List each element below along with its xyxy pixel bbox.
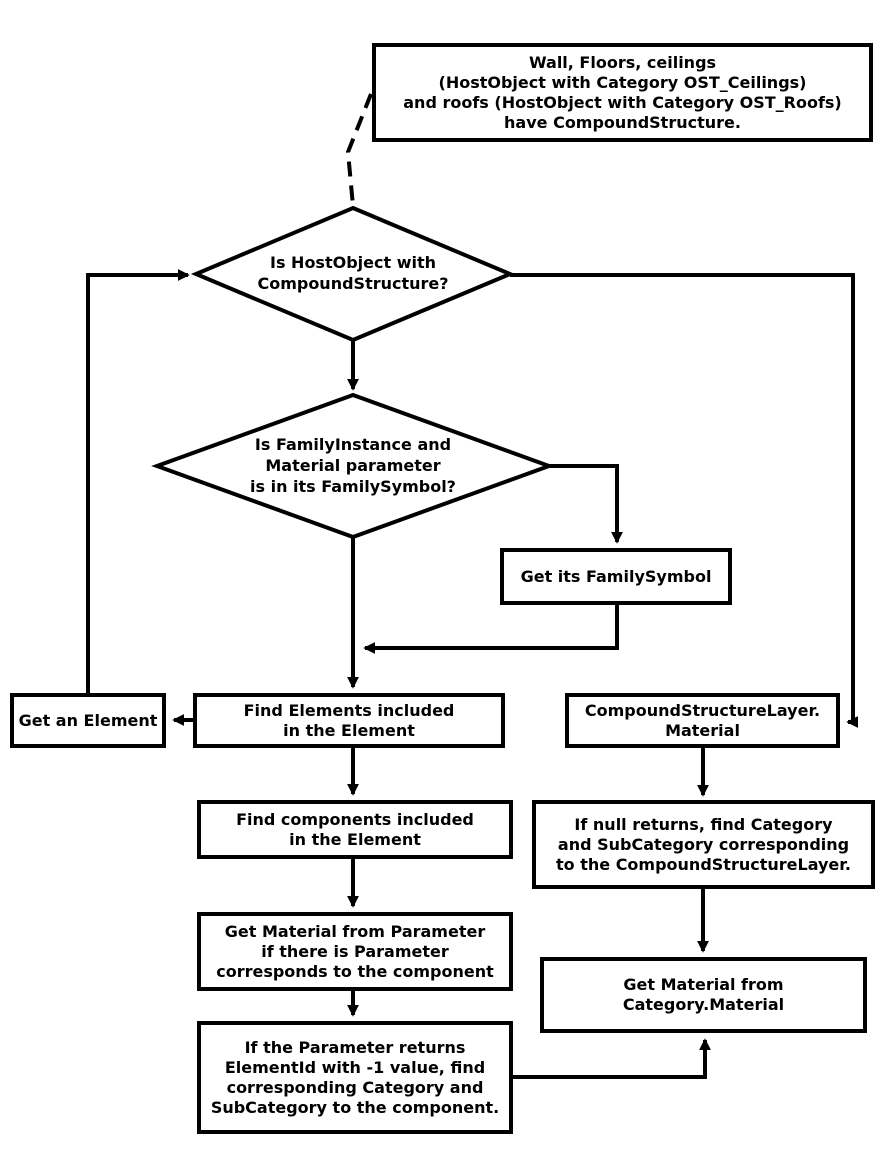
get-family-symbol-label: Get its FamilySymbol <box>520 566 712 586</box>
arrow-ifparameter-to-materialcategory <box>513 1038 711 1079</box>
find-components-label: Find components included in the Element <box>236 809 474 849</box>
compound-structure-layer-label: CompoundStructureLayer. Material <box>584 700 821 740</box>
note-label: Wall, Floors, ceilings (HostObject with … <box>403 52 842 132</box>
dashed-note-connector <box>345 93 373 207</box>
get-family-symbol-box: Get its FamilySymbol <box>500 548 732 605</box>
get-material-from-parameter-label: Get Material from Parameter if there is … <box>216 921 494 981</box>
find-elements-box: Find Elements included in the Element <box>193 693 505 748</box>
if-parameter-returns-box: If the Parameter returns ElementId with … <box>197 1021 513 1134</box>
if-null-returns-box: If null returns, find Category and SubCa… <box>532 800 875 889</box>
get-material-from-parameter-box: Get Material from Parameter if there is … <box>197 912 513 991</box>
arrow-getelement-to-decisionhost <box>86 269 190 694</box>
arrow-decisionfamily-to-familysymbol <box>548 464 623 544</box>
get-an-element-label: Get an Element <box>18 710 158 730</box>
note-box: Wall, Floors, ceilings (HostObject with … <box>372 43 873 142</box>
if-parameter-returns-label: If the Parameter returns ElementId with … <box>210 1037 500 1117</box>
if-null-returns-label: If null returns, find Category and SubCa… <box>556 814 851 874</box>
compound-structure-layer-box: CompoundStructureLayer. Material <box>565 693 840 748</box>
get-material-from-category-box: Get Material from Category.Material <box>540 957 867 1033</box>
arrow-familysymbol-return <box>363 605 619 654</box>
arrow-decisionhost-to-compoundlayer <box>510 273 859 728</box>
decision-host-label: Is HostObject with CompoundStructure? <box>257 253 449 293</box>
decision-host-diamond <box>190 205 516 343</box>
find-elements-label: Find Elements included in the Element <box>243 700 455 740</box>
find-components-box: Find components included in the Element <box>197 800 513 859</box>
get-an-element-box: Get an Element <box>10 693 166 748</box>
decision-family-diamond <box>151 392 555 540</box>
decision-family-label: Is FamilyInstance and Material parameter… <box>250 434 456 496</box>
get-material-from-category-label: Get Material from Category.Material <box>622 975 785 1014</box>
